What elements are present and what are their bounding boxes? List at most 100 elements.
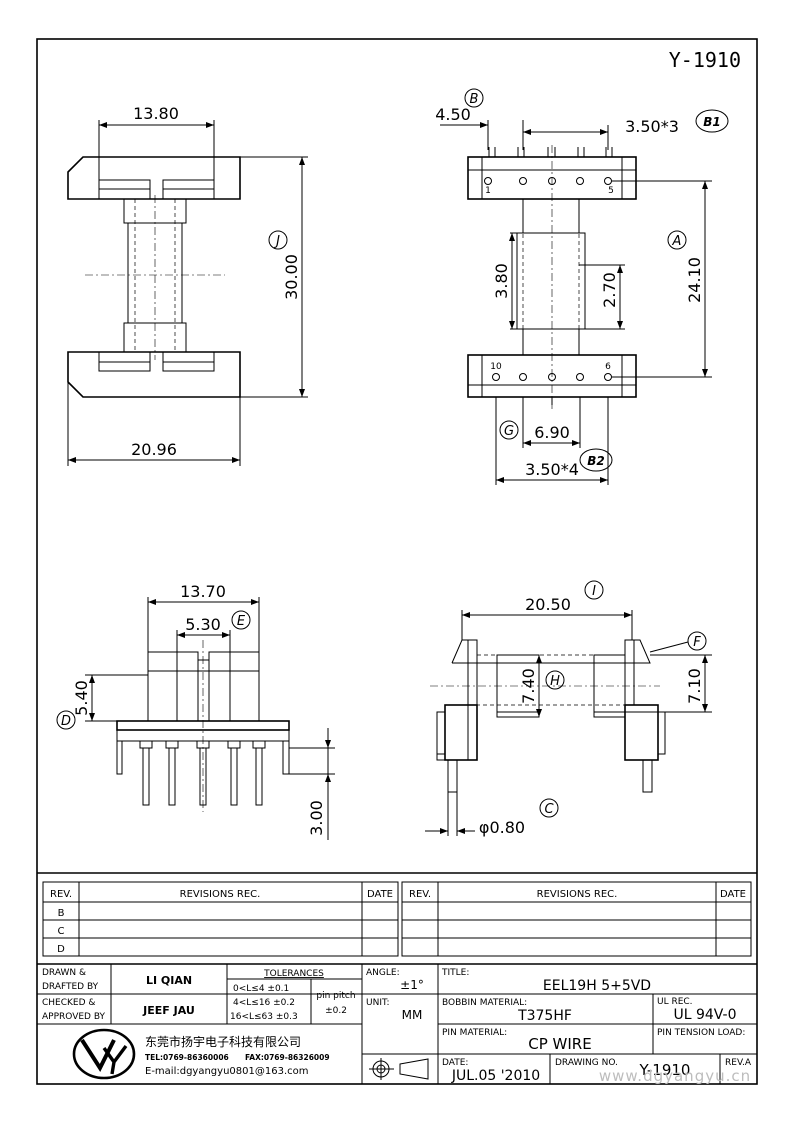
svg-text:B1: B1 — [703, 115, 721, 129]
end-body — [147, 670, 260, 722]
svg-text:DATE: DATE — [720, 889, 746, 900]
callout-f — [687, 631, 707, 651]
svg-text:FAX:0769-86326009: FAX:0769-86326009 — [245, 1053, 330, 1062]
callout-c — [539, 798, 559, 818]
svg-text:±0.2: ±0.2 — [325, 1006, 347, 1016]
callout-d — [56, 710, 76, 730]
dim-13-80: 13.80 — [133, 104, 179, 123]
svg-text:EEL19H 5+5VD: EEL19H 5+5VD — [543, 978, 651, 994]
svg-text:Y-1910: Y-1910 — [639, 1061, 691, 1079]
svg-text:5: 5 — [608, 186, 614, 196]
svg-text:REVISIONS REC.: REVISIONS REC. — [537, 889, 618, 900]
svg-text:TEL:0769-86360006: TEL:0769-86360006 — [145, 1053, 229, 1062]
svg-text:REV.A: REV.A — [725, 1058, 752, 1068]
svg-text:±1°: ±1° — [400, 978, 424, 992]
svg-text:UL REC.: UL REC. — [657, 997, 693, 1007]
dim-phi-0-80: φ0.80 — [479, 818, 525, 837]
sheet-border — [36, 38, 758, 1085]
callout-b2 — [579, 448, 613, 472]
svg-text:H: H — [550, 674, 560, 689]
dim-2-70: 2.70 — [600, 272, 619, 308]
svg-text:G: G — [504, 424, 514, 439]
dim-30-00: 30.00 — [282, 254, 301, 300]
revisions-table: REV. REVISIONS REC. DATE REV. REVISIONS … — [37, 872, 757, 957]
svg-text:DRAWING NO.: DRAWING NO. — [555, 1058, 618, 1068]
svg-text:I: I — [592, 584, 596, 599]
svg-text:UNIT:: UNIT: — [366, 998, 390, 1008]
svg-text:pin pitch: pin pitch — [316, 991, 355, 1001]
svg-text:0<L≤4 ±0.1: 0<L≤4 ±0.1 — [233, 984, 289, 994]
callout-g — [499, 420, 519, 440]
callout-b — [464, 88, 484, 108]
svg-text:B2: B2 — [587, 454, 605, 468]
svg-text:10: 10 — [490, 362, 502, 372]
dim-4-50: 4.50 — [435, 105, 471, 124]
svg-text:DRAWN &: DRAWN & — [42, 968, 86, 978]
svg-text:CHECKED &: CHECKED & — [42, 998, 95, 1008]
svg-text:C: C — [58, 926, 65, 937]
svg-text:JUL.05 '2010: JUL.05 '2010 — [451, 1068, 540, 1084]
svg-text:D: D — [57, 944, 65, 955]
end-view: 13.70 5.30 E 5.40 D 3.00 — [56, 582, 335, 840]
dim-5-30: 5.30 — [185, 615, 221, 634]
svg-text:1: 1 — [485, 186, 491, 196]
dim-7-40: 7.40 — [519, 668, 538, 704]
dim-20-50: 20.50 — [525, 595, 571, 614]
callout-b1 — [695, 109, 729, 133]
svg-text:16<L≤63 ±0.3: 16<L≤63 ±0.3 — [230, 1012, 298, 1022]
svg-text:A: A — [672, 234, 682, 249]
dim-6-90: 6.90 — [534, 423, 570, 442]
svg-text:ANGLE:: ANGLE: — [366, 968, 400, 978]
svg-text:UL 94V-0: UL 94V-0 — [673, 1007, 736, 1023]
watermark: www.dgyangyu.cn — [599, 1067, 751, 1085]
svg-text:PIN TENSION LOAD:: PIN TENSION LOAD: — [657, 1028, 745, 1038]
svg-text:B: B — [470, 92, 479, 107]
svg-text:REVISIONS REC.: REVISIONS REC. — [180, 889, 261, 900]
dim-3-50x4: 3.50*4 — [525, 460, 579, 479]
svg-text:CP WIRE: CP WIRE — [528, 1035, 591, 1053]
top-view: 20.50 I 7.40 H 7.10 F φ0.80 C — [425, 580, 712, 837]
svg-text:6: 6 — [605, 362, 611, 372]
svg-text:F: F — [693, 635, 701, 650]
side-core — [516, 232, 586, 330]
svg-text:E: E — [237, 614, 246, 629]
dim-24-10: 24.10 — [685, 257, 704, 303]
svg-text:4<L≤16 ±0.2: 4<L≤16 ±0.2 — [233, 998, 295, 1008]
svg-text:REV.: REV. — [409, 889, 431, 900]
svg-text:REV.: REV. — [50, 889, 72, 900]
callout-e — [231, 610, 251, 630]
svg-text:C: C — [544, 802, 554, 817]
svg-text:B: B — [58, 908, 65, 919]
svg-text:PIN MATERIAL:: PIN MATERIAL: — [442, 1028, 507, 1038]
callout-a — [667, 230, 687, 250]
dim-13-70: 13.70 — [180, 582, 226, 601]
svg-text:MM: MM — [402, 1008, 423, 1022]
svg-text:BOBBIN MATERIAL:: BOBBIN MATERIAL: — [442, 998, 527, 1008]
dim-7-10: 7.10 — [685, 668, 704, 704]
side-view: 1 5 10 6 4.50 3.50*3 — [435, 88, 729, 485]
svg-text:TOLERANCES: TOLERANCES — [263, 969, 324, 979]
callout-h — [545, 670, 565, 690]
dim-20-96: 20.96 — [131, 440, 177, 459]
svg-text:JEEF JAU: JEEF JAU — [142, 1004, 195, 1017]
svg-text:J: J — [273, 234, 280, 249]
callout-i — [584, 580, 604, 600]
svg-text:DRAFTED BY: DRAFTED BY — [42, 982, 99, 992]
svg-text:DATE:: DATE: — [442, 1058, 468, 1068]
svg-text:APPROVED BY: APPROVED BY — [42, 1012, 106, 1022]
svg-text:TITLE:: TITLE: — [441, 968, 469, 978]
svg-text:东莞市扬宇电子科技有限公司: 东莞市扬宇电子科技有限公司 — [145, 1034, 301, 1049]
dim-3-50x3: 3.50*3 — [625, 117, 679, 136]
svg-text:D: D — [61, 714, 71, 729]
drawing-id: Y-1910 — [669, 48, 741, 72]
callout-j — [268, 230, 288, 250]
dim-5-40: 5.40 — [72, 680, 91, 716]
svg-text:DATE: DATE — [367, 889, 393, 900]
title-block: DRAWN & DRAFTED BY LI QIAN CHECKED & APP… — [37, 963, 757, 1085]
dim-3-00: 3.00 — [307, 800, 326, 836]
svg-text:E-mail:dgyangyu0801@163.com: E-mail:dgyangyu0801@163.com — [145, 1066, 308, 1077]
svg-text:T375HF: T375HF — [517, 1008, 572, 1024]
front-view: 13.80 30.00 20.96 J — [67, 104, 308, 466]
dim-3-80: 3.80 — [492, 263, 511, 299]
